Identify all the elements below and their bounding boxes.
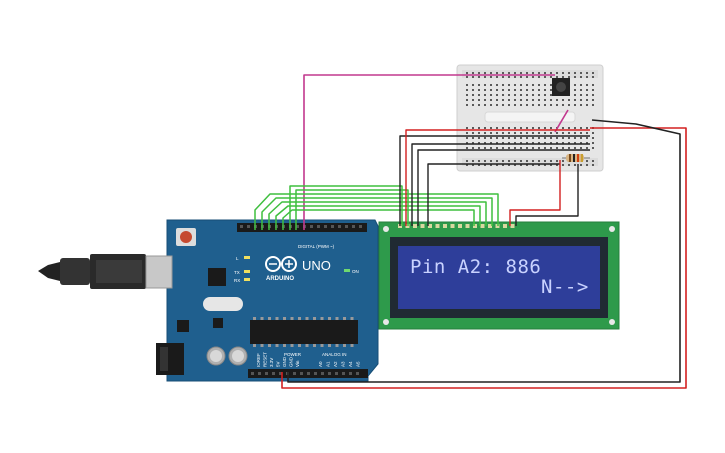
on-led	[344, 269, 350, 272]
resistor[interactable]	[562, 154, 590, 162]
board-brand-label: ARDUINO	[266, 276, 294, 282]
led-tx	[244, 270, 250, 273]
analog-pin-label: A5	[356, 361, 361, 367]
lcd-module[interactable]: Pin A2: 886 N-->	[378, 221, 620, 330]
analog-pin-label: A4	[348, 361, 353, 367]
analog-pin-label: A0	[318, 361, 323, 367]
wire-black-ground[interactable]	[287, 119, 681, 383]
lcd-line-2: N-->	[541, 276, 589, 298]
wire-red-1[interactable]	[405, 129, 590, 226]
wire-magenta-button[interactable]	[303, 74, 555, 230]
wire-green-2[interactable]	[261, 197, 493, 230]
power-pin-label: 5V	[276, 361, 281, 367]
power-pin-label: Vin	[295, 360, 300, 367]
wire-black-2[interactable]	[411, 143, 590, 226]
power-pin-label: IOREF	[256, 353, 261, 367]
regulator-chip	[177, 320, 189, 332]
usb-chip	[208, 268, 226, 286]
wire-green-4[interactable]	[275, 205, 481, 230]
power-pin-label: RESET	[263, 352, 268, 367]
wire-green-7[interactable]	[295, 189, 409, 230]
led-l-label: L	[236, 256, 239, 261]
wire-black-4[interactable]	[427, 163, 560, 226]
digital-header	[237, 223, 367, 232]
digital-label: DIGITAL (PWM ~)	[298, 244, 335, 249]
led-tx-label: TX	[234, 270, 240, 275]
power-pin-label: 3.3V	[269, 358, 274, 367]
analog-pin-label: A1	[326, 361, 331, 367]
wire-green-6[interactable]	[289, 185, 403, 230]
power-pin-label: GND	[289, 356, 294, 367]
wire-black-3[interactable]	[417, 149, 590, 226]
wire-green-1[interactable]	[254, 193, 499, 230]
breadboard-holes	[466, 72, 594, 166]
lcd-line-1: Pin A2: 886	[410, 256, 541, 278]
board-model-label: UNO	[302, 258, 331, 273]
dc-power-jack[interactable]	[156, 343, 184, 375]
analog-in-label: ANALOG IN	[322, 352, 347, 357]
power-label: POWER	[284, 352, 302, 357]
reset-button[interactable]	[180, 231, 192, 243]
analog-pin-label: A3	[341, 361, 346, 367]
arduino-uno-board[interactable]: UNO ARDUINO DIGITAL (PWM ~) ON L TX RX P…	[166, 219, 379, 382]
led-rx	[244, 278, 250, 281]
small-chip	[213, 318, 223, 328]
arduino-logo-icon	[265, 256, 297, 272]
wire-green-3[interactable]	[268, 201, 487, 230]
pushbutton[interactable]	[552, 78, 570, 96]
atmega-chip	[250, 320, 358, 344]
crystal	[203, 297, 243, 311]
lcd-screen	[398, 246, 600, 309]
led-l	[244, 256, 250, 259]
wire-black-5[interactable]	[515, 164, 579, 226]
wire-red-2[interactable]	[509, 160, 561, 226]
usb-cable[interactable]	[38, 254, 173, 289]
power-pin-label: GND	[282, 356, 287, 367]
led-rx-label: RX	[234, 278, 240, 283]
wires	[254, 74, 687, 389]
wire-green-5[interactable]	[282, 209, 475, 230]
on-label: ON	[352, 269, 359, 274]
wire-magenta-button-2[interactable]	[554, 109, 569, 133]
wire-black-1[interactable]	[399, 135, 590, 226]
analog-pin-label: A2	[333, 361, 338, 367]
